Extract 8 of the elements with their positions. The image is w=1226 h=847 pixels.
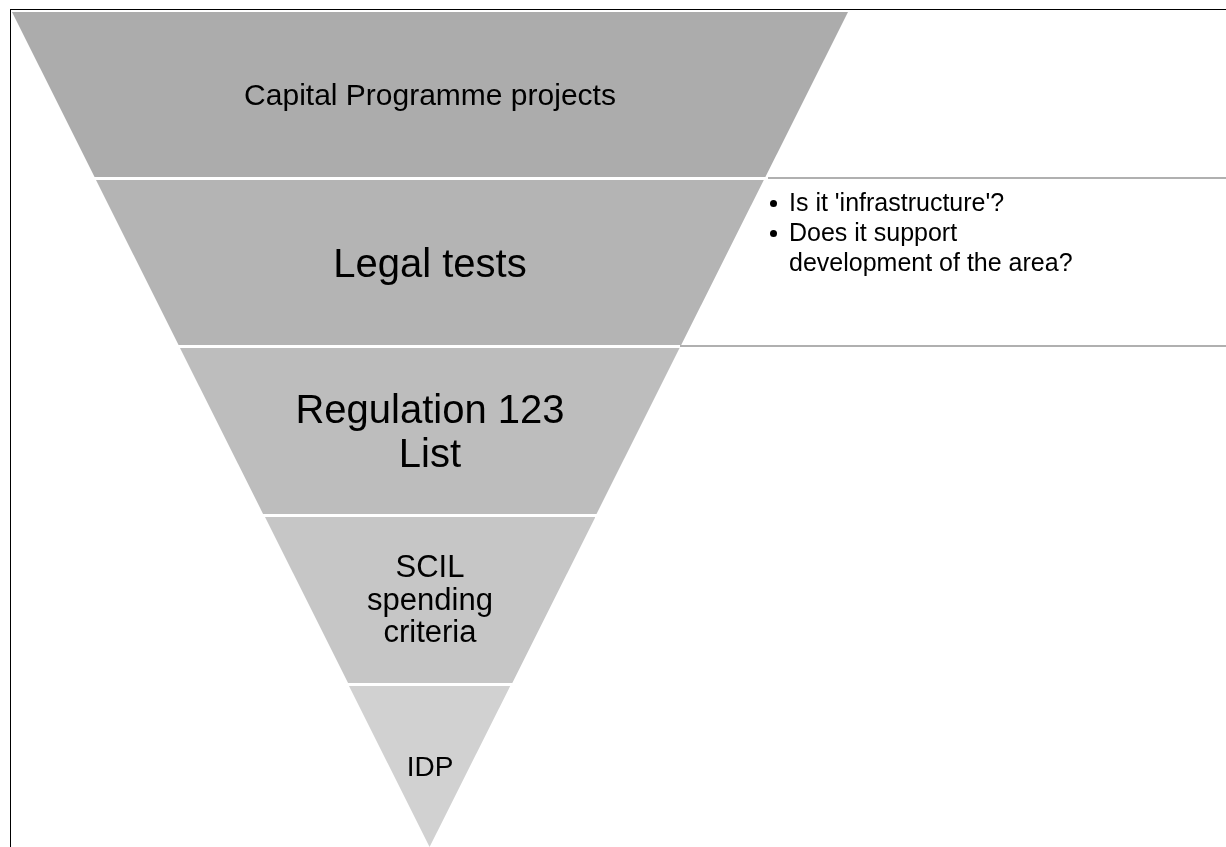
band-label: Legal tests — [333, 239, 527, 287]
band-label: Capital Programme projects — [244, 77, 616, 113]
band-label: IDP — [406, 749, 454, 784]
bullet-item: Is it 'infrastructure'? — [789, 187, 1005, 217]
callout-panel — [768, 177, 1226, 347]
band-label: SCIL spending criteria — [366, 551, 494, 649]
bullet-item: Does it support development of the area? — [789, 217, 1074, 277]
band-label: Regulation 123 List — [294, 387, 566, 475]
